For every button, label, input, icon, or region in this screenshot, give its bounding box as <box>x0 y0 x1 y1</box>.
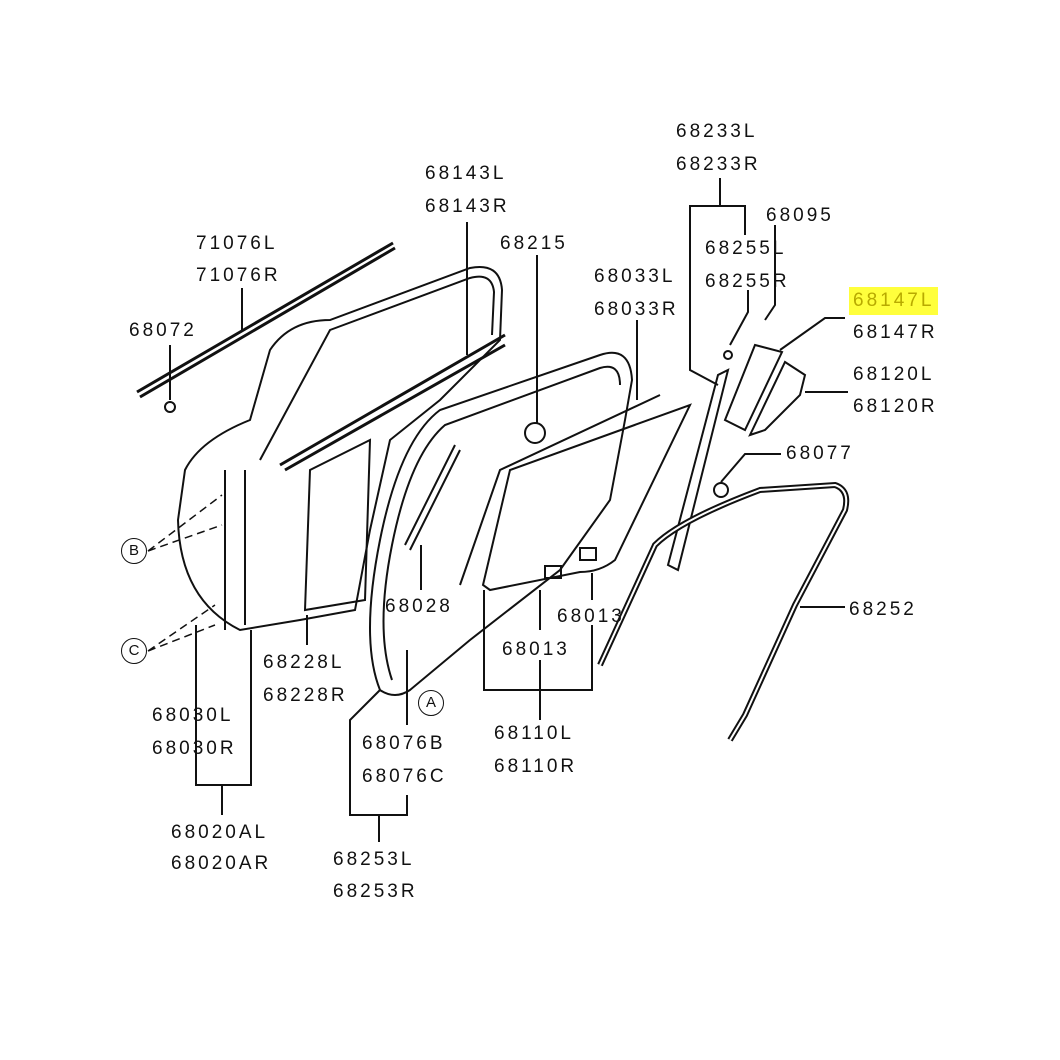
part-label-68030L: 68030L <box>152 705 234 726</box>
part-label-68143L: 68143L <box>425 163 507 184</box>
part-label-68033L: 68033L <box>594 266 676 287</box>
part-label-68110L: 68110L <box>494 723 574 744</box>
part-label-68120R: 68120R <box>853 396 938 417</box>
part-label-68233R: 68233R <box>676 154 761 175</box>
part-label-68252: 68252 <box>849 599 917 620</box>
part-label-68228L: 68228L <box>263 652 345 673</box>
glass-holder-part <box>544 565 562 579</box>
reference-marker-A: A <box>418 690 444 716</box>
door-seal-part <box>369 351 634 696</box>
part-label-68147L-highlighted: 68147L <box>849 287 939 315</box>
part-label-68077: 68077 <box>786 443 854 464</box>
reference-marker-C: C <box>121 638 147 664</box>
part-label-68255R: 68255R <box>705 271 790 292</box>
part-label-68120L: 68120L <box>853 364 935 385</box>
part-label-68030R: 68030R <box>152 738 237 759</box>
part-label-68110R: 68110R <box>494 756 578 777</box>
part-label-68233L: 68233L <box>676 121 758 142</box>
window-channel-part <box>404 444 461 551</box>
part-label-68013-upper: 68013 <box>557 606 625 627</box>
part-label-68143R: 68143R <box>425 196 510 217</box>
door-glass-part <box>481 403 692 592</box>
part-label-68253R: 68253R <box>333 881 418 902</box>
part-label-68072: 68072 <box>129 320 197 341</box>
part-label-68076B: 68076B <box>362 733 446 754</box>
bumper-68215-part <box>524 422 546 444</box>
part-label-68147R: 68147R <box>853 322 938 343</box>
part-label-68020AR: 68020AR <box>171 853 272 874</box>
door-trim-part <box>303 438 372 612</box>
sash-part <box>666 368 730 572</box>
reference-marker-B: B <box>121 538 147 564</box>
part-label-71076R: 71076R <box>196 265 281 286</box>
part-label-71076L: 71076L <box>196 233 278 254</box>
part-label-68033R: 68033R <box>594 299 679 320</box>
part-label-68255L: 68255L <box>705 238 787 259</box>
leader-lines <box>147 178 848 842</box>
part-label-68013-lower: 68013 <box>502 639 570 660</box>
door-shell-part <box>176 266 504 632</box>
quarter-glass-part <box>723 343 784 432</box>
part-label-68076C: 68076C <box>362 766 447 787</box>
weatherstrip-part <box>597 481 850 742</box>
part-label-68020AL: 68020AL <box>171 822 269 843</box>
clip-68072-part <box>164 401 176 413</box>
belt-moulding-part <box>136 241 396 399</box>
part-label-68228R: 68228R <box>263 685 348 706</box>
part-label-68253L: 68253L <box>333 849 415 870</box>
part-label-68215: 68215 <box>500 233 568 254</box>
screw-68077-part <box>713 482 729 498</box>
part-label-68028: 68028 <box>385 596 453 617</box>
part-label-68095: 68095 <box>766 205 834 226</box>
